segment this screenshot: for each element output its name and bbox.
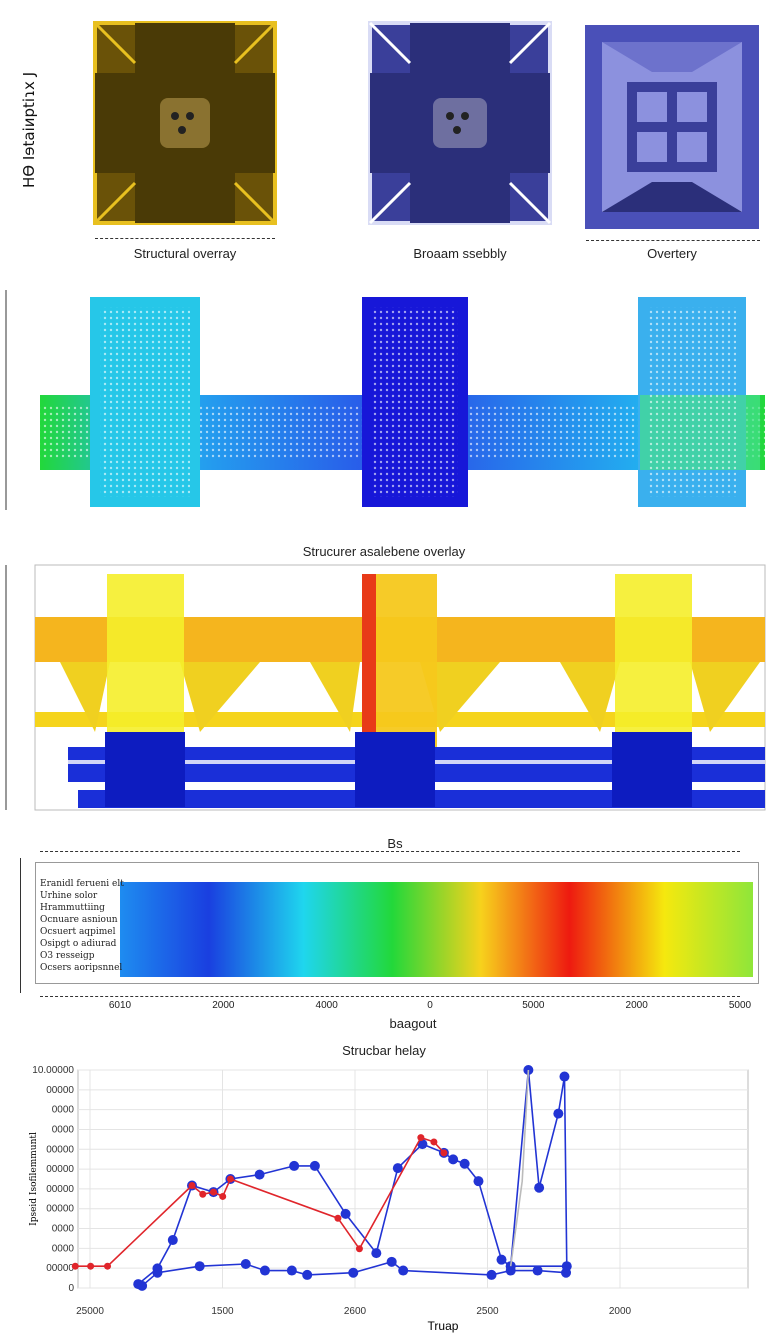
data-point [348,1267,359,1278]
colorbar-tick-label: 5000 [522,1000,545,1011]
data-point [152,1267,163,1278]
overlay-title: Strucurer asalebene overlay [302,544,466,559]
data-point [486,1269,497,1280]
data-point [448,1154,459,1165]
colorbar-dashed-bottom [40,996,740,997]
colorbar-dashed-top [40,851,740,852]
plot-area [77,1069,749,1289]
data-point [398,1265,409,1276]
truss-overlay-panel[interactable] [0,562,768,814]
colorbar-axis-left [20,858,21,993]
data-point [302,1269,313,1280]
data-point [561,1267,572,1278]
data-point [226,1175,234,1183]
data-point [505,1265,516,1276]
colorbar-legend-item: Eranidl ferueni elt [40,879,124,889]
data-point [534,1182,545,1193]
colorbar-legend-item: Ocnuare asnioun [40,915,118,925]
data-point [355,1245,363,1253]
y-axis-label: Ipseid Isofilemmuntl [29,1132,39,1226]
colorbar-legend-item: Hrammuttiing [40,903,105,913]
data-point [254,1169,265,1180]
y-tick-label: 0 [68,1283,74,1294]
data-point [440,1149,448,1157]
colorbar-xlabel: baagout [389,1016,437,1031]
y-tick-label: 0000 [52,1243,75,1254]
x-tick-label: 25000 [76,1306,104,1317]
y-tick-label: 00000 [46,1263,74,1274]
data-point [371,1248,382,1259]
line-chart[interactable]: 10.0000000000000000000000000000000000000… [0,1060,768,1344]
x-tick-label: 1500 [211,1306,234,1317]
data-point [496,1254,507,1265]
data-point [240,1259,251,1270]
colorbar-legend-item: Ocsers aoripsnnel [40,963,123,973]
y-tick-label: 10.00000 [32,1065,74,1076]
y-tick-label: 0000 [52,1105,75,1116]
colorbar-legend-item: O3 resseigp [40,951,95,961]
thumbnail-caption-2: Broaam ssebbly [413,246,507,261]
colorbar-legend-item: Urhine solor [40,891,98,901]
data-point [340,1208,351,1219]
data-point [286,1265,297,1276]
data-point [219,1192,227,1200]
y-tick-label: 0000 [52,1224,75,1235]
data-point [559,1071,570,1082]
thumbnail-caption-1: Structural overray [133,246,237,261]
data-point [553,1108,564,1119]
data-point [167,1235,178,1246]
colorbar-top-label: Bs [387,836,403,851]
thumbnail-beam-assembly[interactable] [365,18,555,228]
colorbar-tick-label: 4000 [315,1000,338,1011]
data-point [194,1261,205,1272]
colorbar-gradient[interactable] [120,882,753,977]
colorbar-tick-label: 6010 [108,1000,132,1011]
side-label: Hϴ Iɘtaiиptiɿx J [20,71,38,189]
data-point [137,1280,148,1291]
data-point [259,1265,270,1276]
data-point [71,1262,79,1270]
chart-title: Strucbar helay [342,1043,426,1058]
thumbnail-caption-3: Overtery [647,246,697,261]
colorbar-tick-label: 0 [427,1000,433,1011]
data-point [417,1139,428,1150]
x-tick-label: 2500 [476,1306,499,1317]
structure-elevation-panel[interactable] [0,285,768,515]
dimension-line-1 [95,238,275,239]
x-tick-label: 2600 [344,1306,367,1317]
data-point [392,1163,403,1174]
data-point [532,1265,543,1276]
colorbar-legend-item: Osipgt o adiurad [40,939,117,949]
colorbar-tick-label: 2000 [625,1000,648,1011]
thumbnail-overtery[interactable] [582,22,762,232]
y-tick-label: 0000 [52,1124,75,1135]
data-point [309,1160,320,1171]
y-tick-label: 00000 [46,1085,74,1096]
y-tick-label: 00000 [46,1144,74,1155]
data-point [104,1262,112,1270]
data-point [417,1134,425,1142]
data-point [430,1138,438,1146]
colorbar-tick-label: 5000 [728,1000,752,1011]
data-point [334,1214,342,1222]
data-point [386,1256,397,1267]
dimension-line-3 [586,240,760,241]
colorbar-frame [35,862,759,984]
data-point [188,1182,196,1190]
y-tick-label: 00000 [46,1164,74,1175]
data-point [87,1262,95,1270]
y-tick-label: 00000 [46,1204,74,1215]
data-point [473,1176,484,1187]
data-point [459,1158,470,1169]
colorbar-tick-label: 2000 [212,1000,235,1011]
data-point [199,1190,207,1198]
thumbnail-structural[interactable] [90,18,280,228]
colorbar-legend-item: Ocsuert aqpimel [40,927,116,937]
data-point [210,1188,218,1196]
series-line [509,1069,530,1267]
data-point [289,1160,300,1171]
x-axis-label: Truap [428,1319,459,1333]
x-tick-label: 2000 [609,1306,632,1317]
y-tick-label: 00000 [46,1184,74,1195]
